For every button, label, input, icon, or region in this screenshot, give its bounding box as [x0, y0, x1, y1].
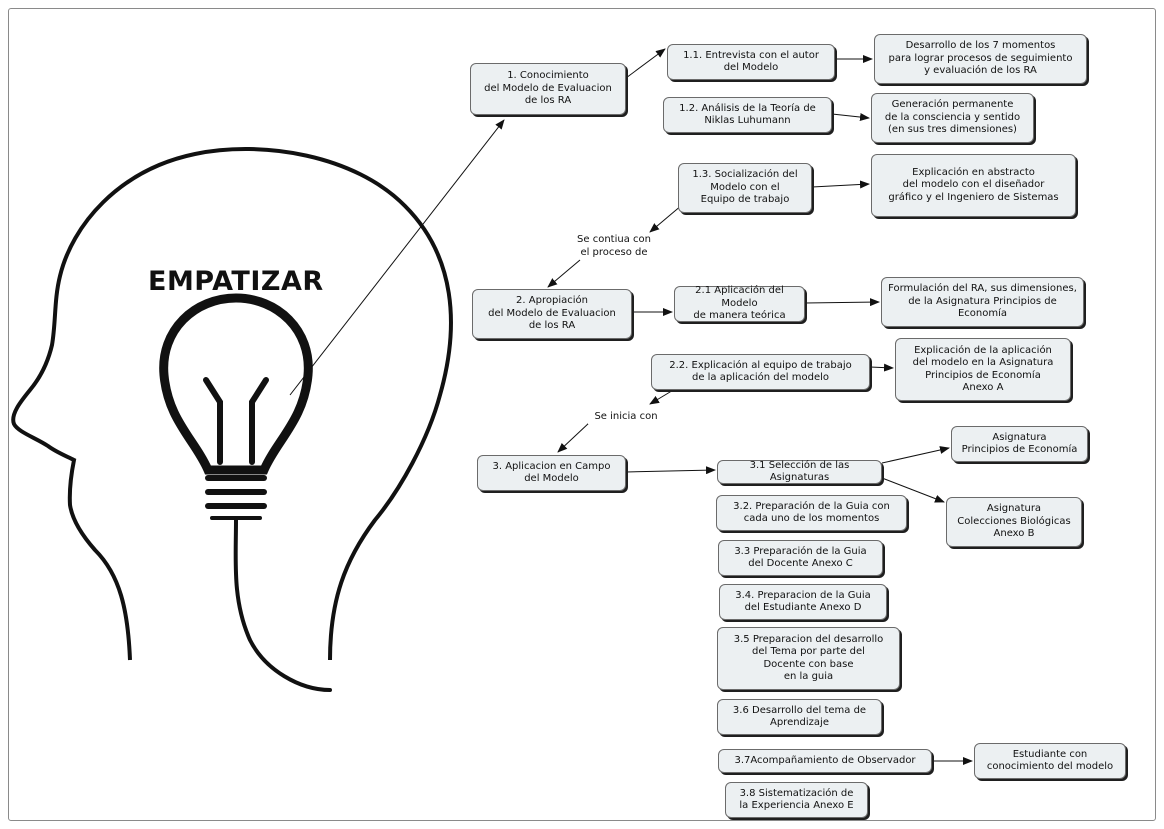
node-3-5-desarrollo-tema[interactable]: 3.5 Preparacion del desarrollo del Tema … — [717, 627, 900, 690]
node-1-conocimiento[interactable]: 1. Conocimiento del Modelo de Evaluacion… — [470, 63, 626, 115]
node-2-2-explicacion[interactable]: 2.2. Explicación al equipo de trabajo de… — [651, 354, 870, 390]
node-3-6-aprendizaje[interactable]: 3.6 Desarrollo del tema de Aprendizaje — [717, 699, 882, 735]
node-2-apropiacion[interactable]: 2. Apropiación del Modelo de Evaluacion … — [472, 289, 632, 339]
node-3-1-seleccion[interactable]: 3.1 Selección de las Asignaturas — [717, 460, 882, 484]
node-1-2-result[interactable]: Generación permanente de la consciencia … — [871, 93, 1034, 143]
node-2-1-result[interactable]: Formulación del RA, sus dimensiones, de … — [881, 277, 1084, 327]
head-silhouette — [11, 147, 453, 661]
node-3-7-result[interactable]: Estudiante con conocimiento del modelo — [974, 743, 1126, 779]
link-label-inicia: Se inicia con — [588, 411, 664, 424]
diagram-frame — [8, 8, 1156, 821]
node-2-2-result[interactable]: Explicación de la aplicación del modelo … — [895, 338, 1071, 401]
node-1-3-result[interactable]: Explicación en abstracto del modelo con … — [871, 154, 1076, 217]
node-3-aplicacion-campo[interactable]: 3. Aplicacion en Campo del Modelo — [477, 455, 626, 491]
node-3-8-sistematizacion[interactable]: 3.8 Sistematización de la Experiencia An… — [725, 782, 868, 818]
node-3-7-observador[interactable]: 3.7Acompañamiento de Observador — [718, 749, 932, 773]
node-3-4-guia-estudiante[interactable]: 3.4. Preparacion de la Guia del Estudian… — [719, 584, 887, 620]
link-label-continua: Se contiua con el proceso de — [566, 234, 662, 259]
node-1-1-entrevista[interactable]: 1.1. Entrevista con el autor del Modelo — [667, 44, 835, 80]
node-1-1-result[interactable]: Desarrollo de los 7 momentos para lograr… — [874, 34, 1087, 84]
node-1-3-socializacion[interactable]: 1.3. Socialización del Modelo con el Equ… — [678, 163, 812, 213]
node-3-1-asignatura-biologicas[interactable]: Asignatura Colecciones Biológicas Anexo … — [946, 497, 1082, 547]
node-3-1-asignatura-economia[interactable]: Asignatura Principios de Economía — [951, 426, 1088, 462]
connectors — [289, 48, 973, 765]
node-2-1-aplicacion[interactable]: 2.1 Aplicación del Modelo de manera teór… — [674, 285, 805, 322]
empatizar-title: EMPATIZAR — [148, 266, 324, 297]
node-1-2-analisis[interactable]: 1.2. Análisis de la Teoría de Niklas Luh… — [663, 97, 832, 133]
node-3-3-guia-docente[interactable]: 3.3 Preparación de la Guia del Docente A… — [718, 540, 883, 576]
lightbulb-icon — [159, 293, 332, 692]
node-3-2-guia-momentos[interactable]: 3.2. Preparación de la Guia con cada uno… — [716, 495, 907, 531]
